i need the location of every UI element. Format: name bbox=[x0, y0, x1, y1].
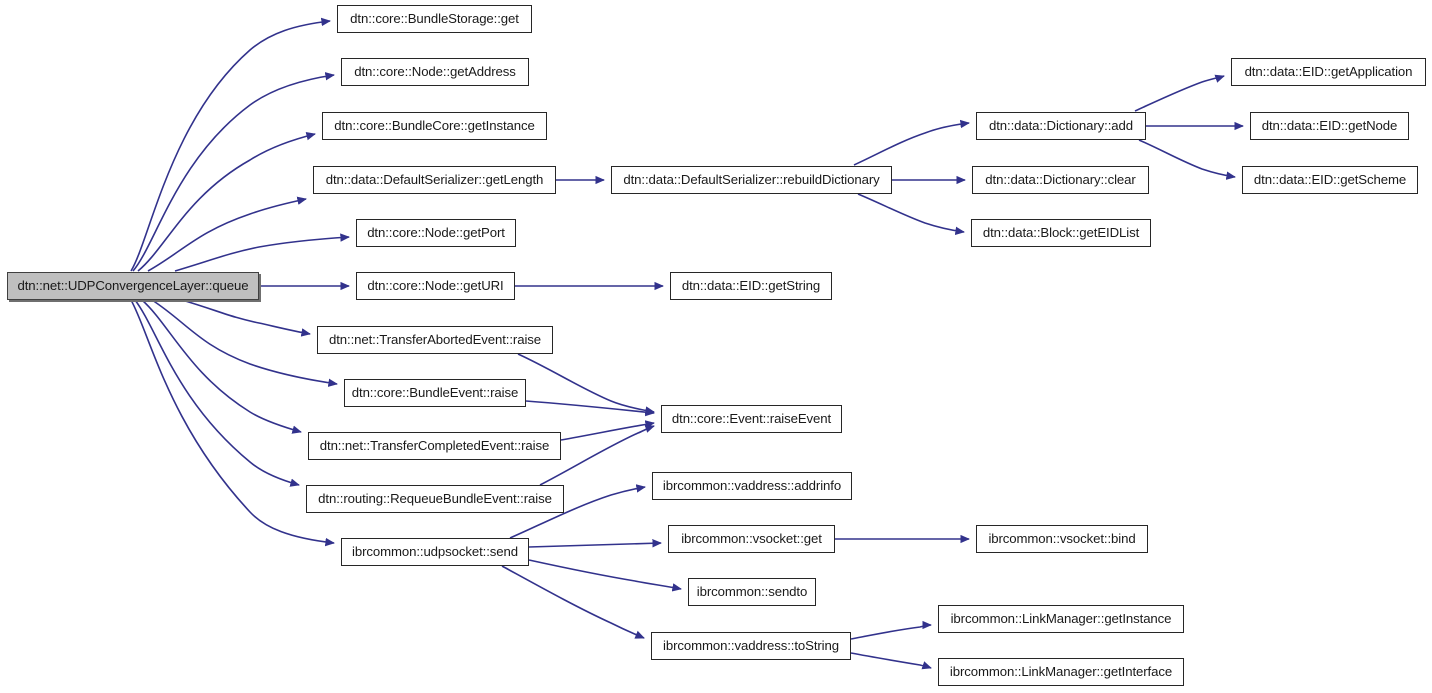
node-label: dtn::core::Event::raiseEvent bbox=[671, 411, 832, 427]
edge-root-to-bundleevent_raise bbox=[151, 299, 338, 387]
edge-udpsocket_send-to-sendto bbox=[528, 559, 682, 592]
node-bundlestorage_get[interactable]: dtn::core::BundleStorage::get bbox=[337, 5, 532, 33]
node-label: dtn::core::Node::getAddress bbox=[354, 64, 516, 80]
node-ser_getlength[interactable]: dtn::data::DefaultSerializer::getLength bbox=[313, 166, 556, 194]
edge-transfercompleted-to-event_raiseevent bbox=[560, 420, 655, 441]
node-node_getport[interactable]: dtn::core::Node::getPort bbox=[356, 219, 516, 247]
node-label: dtn::data::Dictionary::add bbox=[988, 118, 1133, 134]
edge-bundleevent_raise-to-event_raiseevent bbox=[525, 400, 655, 417]
node-label: ibrcommon::LinkManager::getInstance bbox=[950, 611, 1172, 627]
node-label: dtn::data::Dictionary::clear bbox=[985, 172, 1136, 188]
node-event_raiseevent[interactable]: dtn::core::Event::raiseEvent bbox=[661, 405, 842, 433]
node-label: dtn::core::Node::getURI bbox=[367, 278, 504, 294]
node-bundlecore_getinst[interactable]: dtn::core::BundleCore::getInstance bbox=[322, 112, 547, 140]
node-eid_getnode[interactable]: dtn::data::EID::getNode bbox=[1250, 112, 1409, 140]
node-lm_getinstance[interactable]: ibrcommon::LinkManager::getInstance bbox=[938, 605, 1184, 633]
node-label: dtn::data::EID::getApplication bbox=[1244, 64, 1413, 80]
edge-vaddress_tostring-to-lm_getinterface bbox=[850, 652, 932, 670]
edge-root-to-node_getaddress bbox=[132, 72, 335, 272]
node-transfercompleted[interactable]: dtn::net::TransferCompletedEvent::raise bbox=[308, 432, 561, 460]
edge-root-to-udpsocket_send bbox=[130, 299, 335, 547]
node-label: ibrcommon::vsocket::get bbox=[681, 531, 822, 547]
node-dictionary_clear[interactable]: dtn::data::Dictionary::clear bbox=[972, 166, 1149, 194]
node-label: dtn::core::BundleCore::getInstance bbox=[334, 118, 535, 134]
edge-transferaborted-to-event_raiseevent bbox=[517, 353, 655, 415]
node-bundleevent_raise[interactable]: dtn::core::BundleEvent::raise bbox=[344, 379, 526, 407]
node-dictionary_add[interactable]: dtn::data::Dictionary::add bbox=[976, 112, 1146, 140]
node-block_geteidlist[interactable]: dtn::data::Block::getEIDList bbox=[971, 219, 1151, 247]
node-lm_getinterface[interactable]: ibrcommon::LinkManager::getInterface bbox=[938, 658, 1184, 686]
node-label: ibrcommon::vsocket::bind bbox=[988, 531, 1136, 547]
node-vaddress_tostring[interactable]: ibrcommon::vaddress::toString bbox=[651, 632, 851, 660]
edge-root-to-transfercompleted bbox=[141, 299, 302, 434]
node-label: dtn::data::EID::getString bbox=[681, 278, 821, 294]
node-label: ibrcommon::udpsocket::send bbox=[352, 544, 518, 560]
edge-root-to-transferaborted bbox=[181, 299, 311, 337]
edge-udpsocket_send-to-vaddress_addrinfo bbox=[509, 484, 646, 539]
node-eid_getscheme[interactable]: dtn::data::EID::getScheme bbox=[1242, 166, 1418, 194]
node-label: dtn::data::EID::getScheme bbox=[1253, 172, 1407, 188]
node-rebuilddictionary[interactable]: dtn::data::DefaultSerializer::rebuildDic… bbox=[611, 166, 892, 194]
edge-root-to-bundlestorage_get bbox=[130, 17, 331, 272]
edge-requeuebundle-to-event_raiseevent bbox=[539, 424, 655, 486]
node-label: dtn::data::Block::getEIDList bbox=[982, 225, 1140, 241]
node-node_geturi[interactable]: dtn::core::Node::getURI bbox=[356, 272, 515, 300]
edge-dictionary_add-to-eid_getapplication bbox=[1134, 74, 1225, 112]
node-requeuebundle[interactable]: dtn::routing::RequeueBundleEvent::raise bbox=[306, 485, 564, 513]
node-label: dtn::data::EID::getNode bbox=[1261, 118, 1398, 134]
node-eid_getstring[interactable]: dtn::data::EID::getString bbox=[670, 272, 832, 300]
node-label: dtn::core::BundleEvent::raise bbox=[351, 385, 519, 401]
node-label: ibrcommon::vaddress::toString bbox=[663, 638, 839, 654]
edge-rebuilddictionary-to-dictionary_add bbox=[853, 119, 970, 166]
node-sendto[interactable]: ibrcommon::sendto bbox=[688, 578, 816, 606]
edge-rebuilddictionary-to-block_geteidlist bbox=[857, 193, 965, 236]
node-label: dtn::data::DefaultSerializer::getLength bbox=[325, 172, 544, 188]
node-udpsocket_send[interactable]: ibrcommon::udpsocket::send bbox=[341, 538, 529, 566]
node-label: dtn::core::BundleStorage::get bbox=[350, 11, 519, 27]
edge-udpsocket_send-to-vsocket_get bbox=[528, 539, 662, 548]
edge-dictionary_add-to-eid_getscheme bbox=[1138, 139, 1236, 180]
edge-root-to-requeuebundle bbox=[134, 299, 300, 487]
node-vsocket_get[interactable]: ibrcommon::vsocket::get bbox=[668, 525, 835, 553]
edge-vaddress_tostring-to-lm_getinstance bbox=[850, 620, 932, 640]
node-label: ibrcommon::LinkManager::getInterface bbox=[949, 664, 1173, 680]
node-transferaborted[interactable]: dtn::net::TransferAbortedEvent::raise bbox=[317, 326, 553, 354]
node-label: ibrcommon::sendto bbox=[696, 584, 808, 600]
node-label: dtn::net::UDPConvergenceLayer::queue bbox=[17, 278, 249, 294]
node-eid_getapplication[interactable]: dtn::data::EID::getApplication bbox=[1231, 58, 1426, 86]
node-label: dtn::net::TransferAbortedEvent::raise bbox=[328, 332, 542, 348]
edge-udpsocket_send-to-vaddress_tostring bbox=[501, 565, 645, 639]
node-node_getaddress[interactable]: dtn::core::Node::getAddress bbox=[341, 58, 529, 86]
edge-root-to-node_getport bbox=[174, 233, 350, 272]
edge-root-to-ser_getlength bbox=[147, 196, 307, 272]
edge-root-to-bundlecore_getinst bbox=[137, 131, 316, 272]
node-label: dtn::net::TransferCompletedEvent::raise bbox=[319, 438, 550, 454]
node-vaddress_addrinfo[interactable]: ibrcommon::vaddress::addrinfo bbox=[652, 472, 852, 500]
edge-layer bbox=[130, 17, 1244, 670]
node-label: dtn::core::Node::getPort bbox=[367, 225, 505, 241]
node-label: ibrcommon::vaddress::addrinfo bbox=[662, 478, 842, 494]
node-label: dtn::data::DefaultSerializer::rebuildDic… bbox=[623, 172, 880, 188]
node-vsocket_bind[interactable]: ibrcommon::vsocket::bind bbox=[976, 525, 1148, 553]
node-label: dtn::routing::RequeueBundleEvent::raise bbox=[318, 491, 552, 507]
node-root[interactable]: dtn::net::UDPConvergenceLayer::queue bbox=[7, 272, 259, 300]
